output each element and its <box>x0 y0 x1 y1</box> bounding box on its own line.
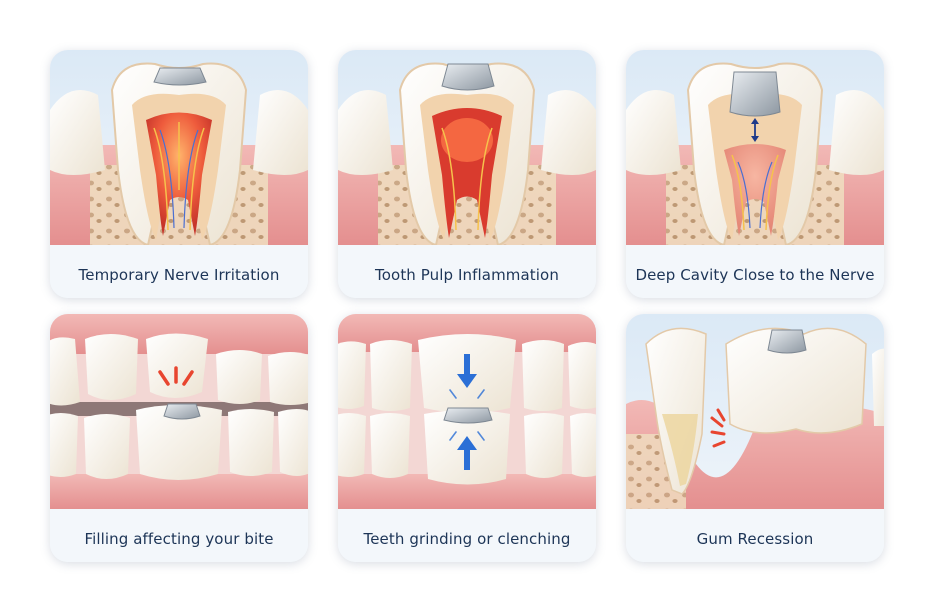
teeth-bite-illustration <box>50 314 308 509</box>
gum-recession-illustration <box>626 314 884 509</box>
down-arrow-icon <box>457 354 477 388</box>
card-caption: Temporary Nerve Irritation <box>50 252 308 298</box>
tooth-cross-section-illustration <box>50 50 308 245</box>
card-caption: Tooth Pulp Inflammation <box>338 252 596 298</box>
sensitivity-burst-icon <box>710 408 726 448</box>
card-caption: Teeth grinding or clenching <box>338 516 596 562</box>
pressure-burst-icon <box>158 366 194 386</box>
card-caption: Deep Cavity Close to the Nerve <box>626 252 884 298</box>
card-deep-cavity-close-to-nerve: Deep Cavity Close to the Nerve <box>626 50 884 298</box>
card-teeth-grinding-clenching: Teeth grinding or clenching <box>338 314 596 562</box>
card-temporary-nerve-irritation: Temporary Nerve Irritation <box>50 50 308 298</box>
card-gum-recession: Gum Recession <box>626 314 884 562</box>
card-caption: Filling affecting your bite <box>50 516 308 562</box>
teeth-grinding-illustration <box>338 314 596 509</box>
card-tooth-pulp-inflammation: Tooth Pulp Inflammation <box>338 50 596 298</box>
tooth-cross-section-illustration <box>338 50 596 245</box>
tooth-cross-section-illustration <box>626 50 884 245</box>
up-arrow-icon <box>457 436 477 470</box>
card-caption: Gum Recession <box>626 516 884 562</box>
card-filling-affecting-bite: Filling affecting your bite <box>50 314 308 562</box>
distance-arrow-icon <box>751 118 759 142</box>
